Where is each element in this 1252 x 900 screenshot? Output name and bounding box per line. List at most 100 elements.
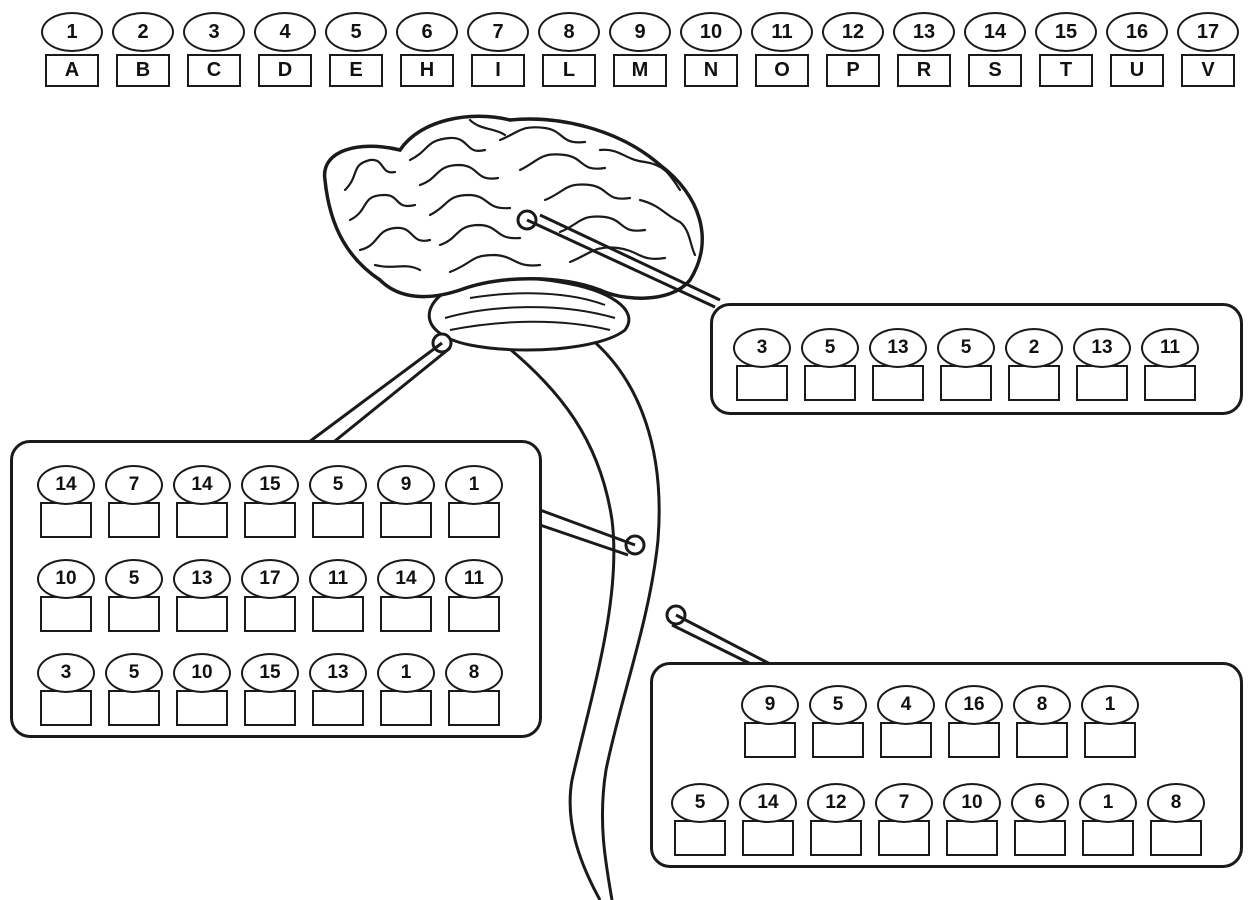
answer-box[interactable] (940, 365, 992, 401)
puzzle-number: 14 (173, 465, 231, 505)
puzzle-cell: 13 (309, 653, 367, 726)
puzzle-cell: 17 (241, 559, 299, 632)
puzzle-number: 17 (241, 559, 299, 599)
puzzle-number: 10 (943, 783, 1001, 823)
answer-box[interactable] (176, 596, 228, 632)
puzzle-cell: 7 (105, 465, 163, 538)
puzzle-number: 1 (445, 465, 503, 505)
puzzle-row: 1051317111411 (37, 559, 503, 632)
answer-box[interactable] (40, 690, 92, 726)
puzzle-number: 1 (377, 653, 435, 693)
answer-box[interactable] (108, 502, 160, 538)
puzzle-number: 5 (105, 559, 163, 599)
puzzle-cell: 1 (445, 465, 503, 538)
puzzle-number: 11 (445, 559, 503, 599)
answer-box[interactable] (244, 596, 296, 632)
puzzle-cell: 11 (1141, 328, 1199, 401)
answer-box[interactable] (312, 502, 364, 538)
puzzle-number: 8 (1013, 685, 1071, 725)
puzzle-number: 16 (945, 685, 1003, 725)
puzzle-cell: 13 (869, 328, 927, 401)
answer-box[interactable] (312, 690, 364, 726)
answer-box[interactable] (1008, 365, 1060, 401)
answer-box[interactable] (1082, 820, 1134, 856)
puzzle-number: 1 (1081, 685, 1139, 725)
answer-box[interactable] (872, 365, 924, 401)
puzzle-cell: 10 (37, 559, 95, 632)
answer-box[interactable] (674, 820, 726, 856)
puzzle-cell: 1 (1079, 783, 1137, 856)
answer-box[interactable] (880, 722, 932, 758)
puzzle-cell: 6 (1011, 783, 1069, 856)
answer-box[interactable] (380, 502, 432, 538)
answer-box[interactable] (812, 722, 864, 758)
puzzle-number: 14 (377, 559, 435, 599)
pointer-line-brainstem (305, 343, 442, 445)
answer-box[interactable] (1144, 365, 1196, 401)
puzzle-box-spine: 9541681 51412710618 (650, 662, 1243, 868)
answer-box[interactable] (736, 365, 788, 401)
puzzle-number: 7 (875, 783, 933, 823)
answer-box[interactable] (176, 690, 228, 726)
puzzle-cell: 5 (801, 328, 859, 401)
puzzle-number: 5 (671, 783, 729, 823)
puzzle-number: 13 (1073, 328, 1131, 368)
puzzle-cell: 9 (377, 465, 435, 538)
puzzle-number: 13 (309, 653, 367, 693)
puzzle-cell: 10 (943, 783, 1001, 856)
puzzle-cell: 13 (1073, 328, 1131, 401)
answer-box[interactable] (448, 596, 500, 632)
answer-box[interactable] (244, 690, 296, 726)
puzzle-cell: 5 (937, 328, 995, 401)
answer-box[interactable] (448, 690, 500, 726)
answer-box[interactable] (948, 722, 1000, 758)
puzzle-cell: 14 (739, 783, 797, 856)
answer-box[interactable] (448, 502, 500, 538)
answer-box[interactable] (810, 820, 862, 856)
answer-box[interactable] (1150, 820, 1202, 856)
answer-box[interactable] (1084, 722, 1136, 758)
puzzle-number: 5 (105, 653, 163, 693)
puzzle-number: 10 (37, 559, 95, 599)
puzzle-number: 5 (937, 328, 995, 368)
puzzle-cell: 12 (807, 783, 865, 856)
pointer-line-nerve (676, 615, 770, 664)
puzzle-number: 10 (173, 653, 231, 693)
puzzle-number: 5 (309, 465, 367, 505)
puzzle-number: 8 (1147, 783, 1205, 823)
answer-box[interactable] (804, 365, 856, 401)
answer-box[interactable] (40, 502, 92, 538)
puzzle-row: 9541681 (741, 685, 1139, 758)
answer-box[interactable] (744, 722, 796, 758)
answer-box[interactable] (946, 820, 998, 856)
puzzle-number: 5 (801, 328, 859, 368)
answer-box[interactable] (312, 596, 364, 632)
answer-box[interactable] (1016, 722, 1068, 758)
puzzle-number: 11 (1141, 328, 1199, 368)
puzzle-cell: 14 (37, 465, 95, 538)
puzzle-cell: 1 (1081, 685, 1139, 758)
answer-box[interactable] (380, 596, 432, 632)
answer-box[interactable] (108, 690, 160, 726)
answer-box[interactable] (878, 820, 930, 856)
answer-box[interactable] (108, 596, 160, 632)
answer-box[interactable] (380, 690, 432, 726)
puzzle-number: 14 (739, 783, 797, 823)
puzzle-number: 9 (377, 465, 435, 505)
answer-box[interactable] (1076, 365, 1128, 401)
answer-box[interactable] (244, 502, 296, 538)
puzzle-cell: 14 (173, 465, 231, 538)
answer-box[interactable] (40, 596, 92, 632)
puzzle-cell: 10 (173, 653, 231, 726)
puzzle-number: 3 (733, 328, 791, 368)
answer-box[interactable] (176, 502, 228, 538)
answer-box[interactable] (1014, 820, 1066, 856)
puzzle-cell: 13 (173, 559, 231, 632)
puzzle-number: 13 (869, 328, 927, 368)
puzzle-cell: 3 (37, 653, 95, 726)
puzzle-cell: 7 (875, 783, 933, 856)
answer-box[interactable] (742, 820, 794, 856)
puzzle-number: 15 (241, 653, 299, 693)
